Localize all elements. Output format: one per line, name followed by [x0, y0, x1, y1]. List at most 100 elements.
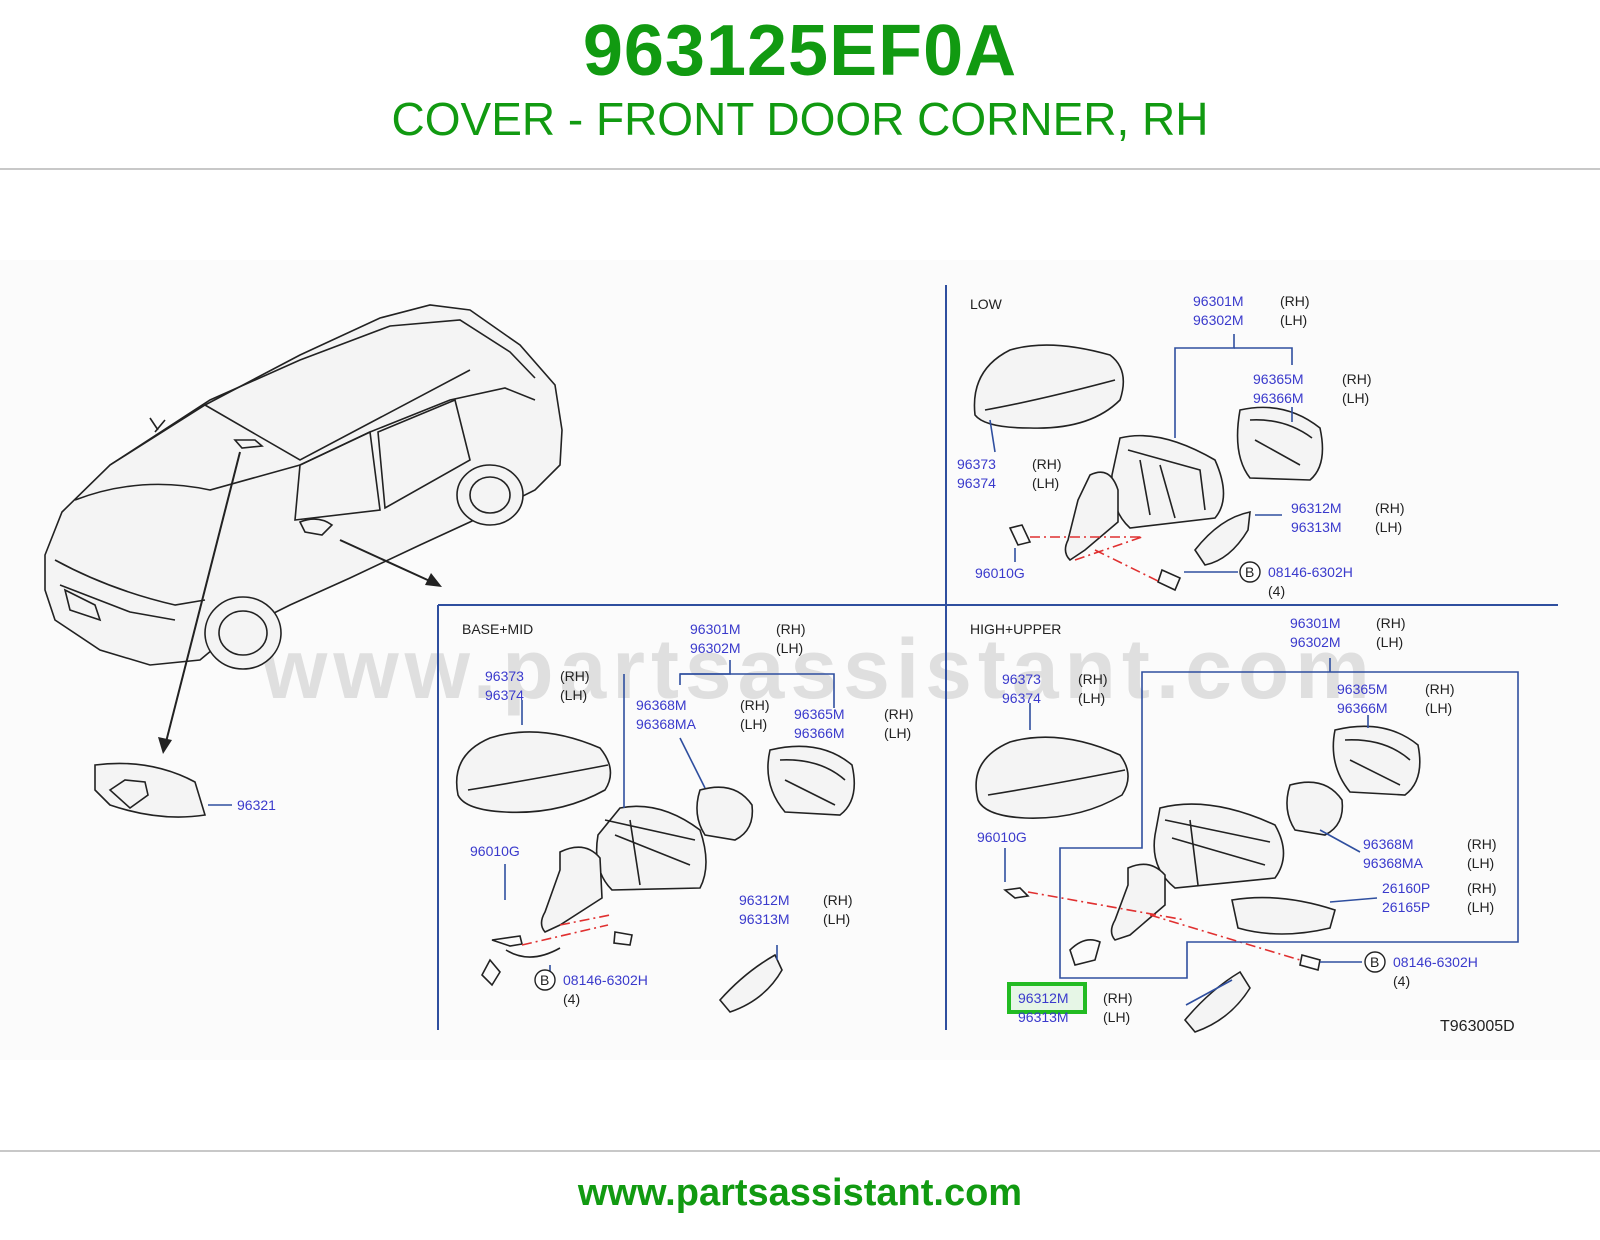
base-cover-rh-side: (RH) — [823, 892, 853, 908]
low-glass-lh-side: (LH) — [1342, 390, 1369, 406]
high-cover-lh: 96313M — [1018, 1009, 1069, 1025]
low-cap-lh: 96374 — [957, 475, 996, 491]
low-b-letter: B — [1245, 564, 1254, 580]
high-lamp-rh-side: (RH) — [1467, 880, 1497, 896]
low-cover-lh: 96313M — [1291, 519, 1342, 535]
low-bolt: 96010G — [975, 565, 1025, 581]
base-glass-lh-side: (LH) — [884, 725, 911, 741]
low-section-drawing — [973, 344, 1324, 592]
low-screw-qty: (4) — [1268, 583, 1285, 599]
high-glass-lh: 96366M — [1337, 700, 1388, 716]
base-cap-rh-side: (RH) — [560, 668, 590, 684]
high-mirror-rh-side: (RH) — [1376, 615, 1406, 631]
high-cover-lh-side: (LH) — [1103, 1009, 1130, 1025]
high-glass-lh-side: (LH) — [1425, 700, 1452, 716]
base-motor-rh: 96368M — [636, 697, 687, 713]
high-cap-lh-side: (LH) — [1078, 690, 1105, 706]
high-bolt: 96010G — [977, 829, 1027, 845]
car-arrows — [158, 451, 442, 754]
base-bolt: 96010G — [470, 843, 520, 859]
base-b-letter: B — [540, 972, 549, 988]
low-cover-lh-side: (LH) — [1375, 519, 1402, 535]
base-mid-leaders — [504, 660, 835, 974]
low-b-marker — [1239, 561, 1261, 583]
low-glass-rh-side: (RH) — [1342, 371, 1372, 387]
low-cap-rh: 96373 — [957, 456, 996, 472]
high-screw: 08146-6302H — [1393, 954, 1478, 970]
base-cover-lh: 96313M — [739, 911, 790, 927]
high-cover-rh-highlighted[interactable]: 96312M — [1018, 990, 1069, 1006]
watermark: www.partsassistant.com — [261, 622, 1376, 716]
interior-mirror-drawing — [94, 762, 232, 818]
section-label-high-upper: HIGH+UPPER — [970, 621, 1061, 637]
low-mirror-rh: 96301M — [1193, 293, 1244, 309]
low-screw: 08146-6302H — [1268, 564, 1353, 580]
high-motor-lh: 96368MA — [1363, 855, 1424, 871]
header-divider — [0, 168, 1600, 170]
high-motor-rh-side: (RH) — [1467, 836, 1497, 852]
high-b-marker — [1364, 951, 1386, 973]
low-glass-rh: 96365M — [1253, 371, 1304, 387]
high-cap-rh: 96373 — [1002, 671, 1041, 687]
high-cap-rh-side: (RH) — [1078, 671, 1108, 687]
high-lamp-lh: 26165P — [1382, 899, 1430, 915]
base-mirror-lh: 96302M — [690, 640, 741, 656]
diagram-code: T963005D — [1440, 1018, 1515, 1035]
low-mirror-rh-side: (RH) — [1280, 293, 1310, 309]
base-cover-lh-side: (LH) — [823, 911, 850, 927]
base-cap-lh-side: (LH) — [560, 687, 587, 703]
high-lamp-rh: 26160P — [1382, 880, 1430, 896]
base-motor-lh: 96368MA — [636, 716, 697, 732]
low-glass-lh: 96366M — [1253, 390, 1304, 406]
high-cap-lh: 96374 — [1002, 690, 1041, 706]
base-mirror-rh-side: (RH) — [776, 621, 806, 637]
base-screw: 08146-6302H — [563, 972, 648, 988]
low-callouts: 96301M (RH) 96302M (LH) 96365M (RH) 9636… — [957, 293, 1405, 599]
highlighted-part-box[interactable] — [1007, 982, 1087, 1014]
high-mirror-lh-side: (LH) — [1376, 634, 1403, 650]
high-lamp-lh-side: (LH) — [1467, 899, 1494, 915]
high-glass-rh-side: (RH) — [1425, 681, 1455, 697]
high-mirror-rh: 96301M — [1290, 615, 1341, 631]
section-label-base-mid: BASE+MID — [462, 621, 533, 637]
callout-96321: 96321 — [237, 797, 276, 813]
high-mirror-lh: 96302M — [1290, 634, 1341, 650]
base-cover-rh: 96312M — [739, 892, 790, 908]
base-screw-qty: (4) — [563, 991, 580, 1007]
footer-divider — [0, 1150, 1600, 1152]
section-label-low: LOW — [970, 296, 1003, 312]
low-cap-rh-side: (RH) — [1032, 456, 1062, 472]
low-mirror-lh-side: (LH) — [1280, 312, 1307, 328]
base-motor-rh-side: (RH) — [740, 697, 770, 713]
high-upper-leaders — [1004, 658, 1519, 1006]
base-glass-rh: 96365M — [794, 706, 845, 722]
base-glass-lh: 96366M — [794, 725, 845, 741]
base-mirror-rh: 96301M — [690, 621, 741, 637]
base-b-marker — [534, 969, 556, 991]
section-frames — [437, 285, 1558, 1030]
high-motor-lh-side: (LH) — [1467, 855, 1494, 871]
base-cap-rh: 96373 — [485, 668, 524, 684]
low-leaders — [989, 334, 1293, 573]
base-mid-callouts: 96301M (RH) 96302M (LH) 96373 (RH) 96374… — [470, 621, 914, 1007]
part-number-title: 963125EF0A — [582, 11, 1018, 91]
base-cap-lh: 96374 — [485, 687, 524, 703]
low-cover-rh: 96312M — [1291, 500, 1342, 516]
high-screw-qty: (4) — [1393, 973, 1410, 989]
low-cover-rh-side: (RH) — [1375, 500, 1405, 516]
high-glass-rh: 96365M — [1337, 681, 1388, 697]
base-glass-rh-side: (RH) — [884, 706, 914, 722]
base-mirror-lh-side: (LH) — [776, 640, 803, 656]
low-mirror-lh: 96302M — [1193, 312, 1244, 328]
high-b-letter: B — [1370, 954, 1379, 970]
part-description: COVER - FRONT DOOR CORNER, RH — [391, 93, 1209, 145]
high-upper-callouts: 96301M (RH) 96302M (LH) 96373 (RH) 96374… — [977, 615, 1497, 1025]
footer-url-link[interactable]: www.partsassistant.com — [577, 1172, 1023, 1214]
base-mid-section-drawing — [456, 731, 856, 1013]
high-upper-section-drawing — [975, 725, 1421, 1033]
car-illustration — [44, 304, 563, 670]
low-cap-lh-side: (LH) — [1032, 475, 1059, 491]
base-motor-lh-side: (LH) — [740, 716, 767, 732]
parts-diagram: www.partsassistant.com — [0, 260, 1600, 1060]
high-cover-rh-side: (RH) — [1103, 990, 1133, 1006]
